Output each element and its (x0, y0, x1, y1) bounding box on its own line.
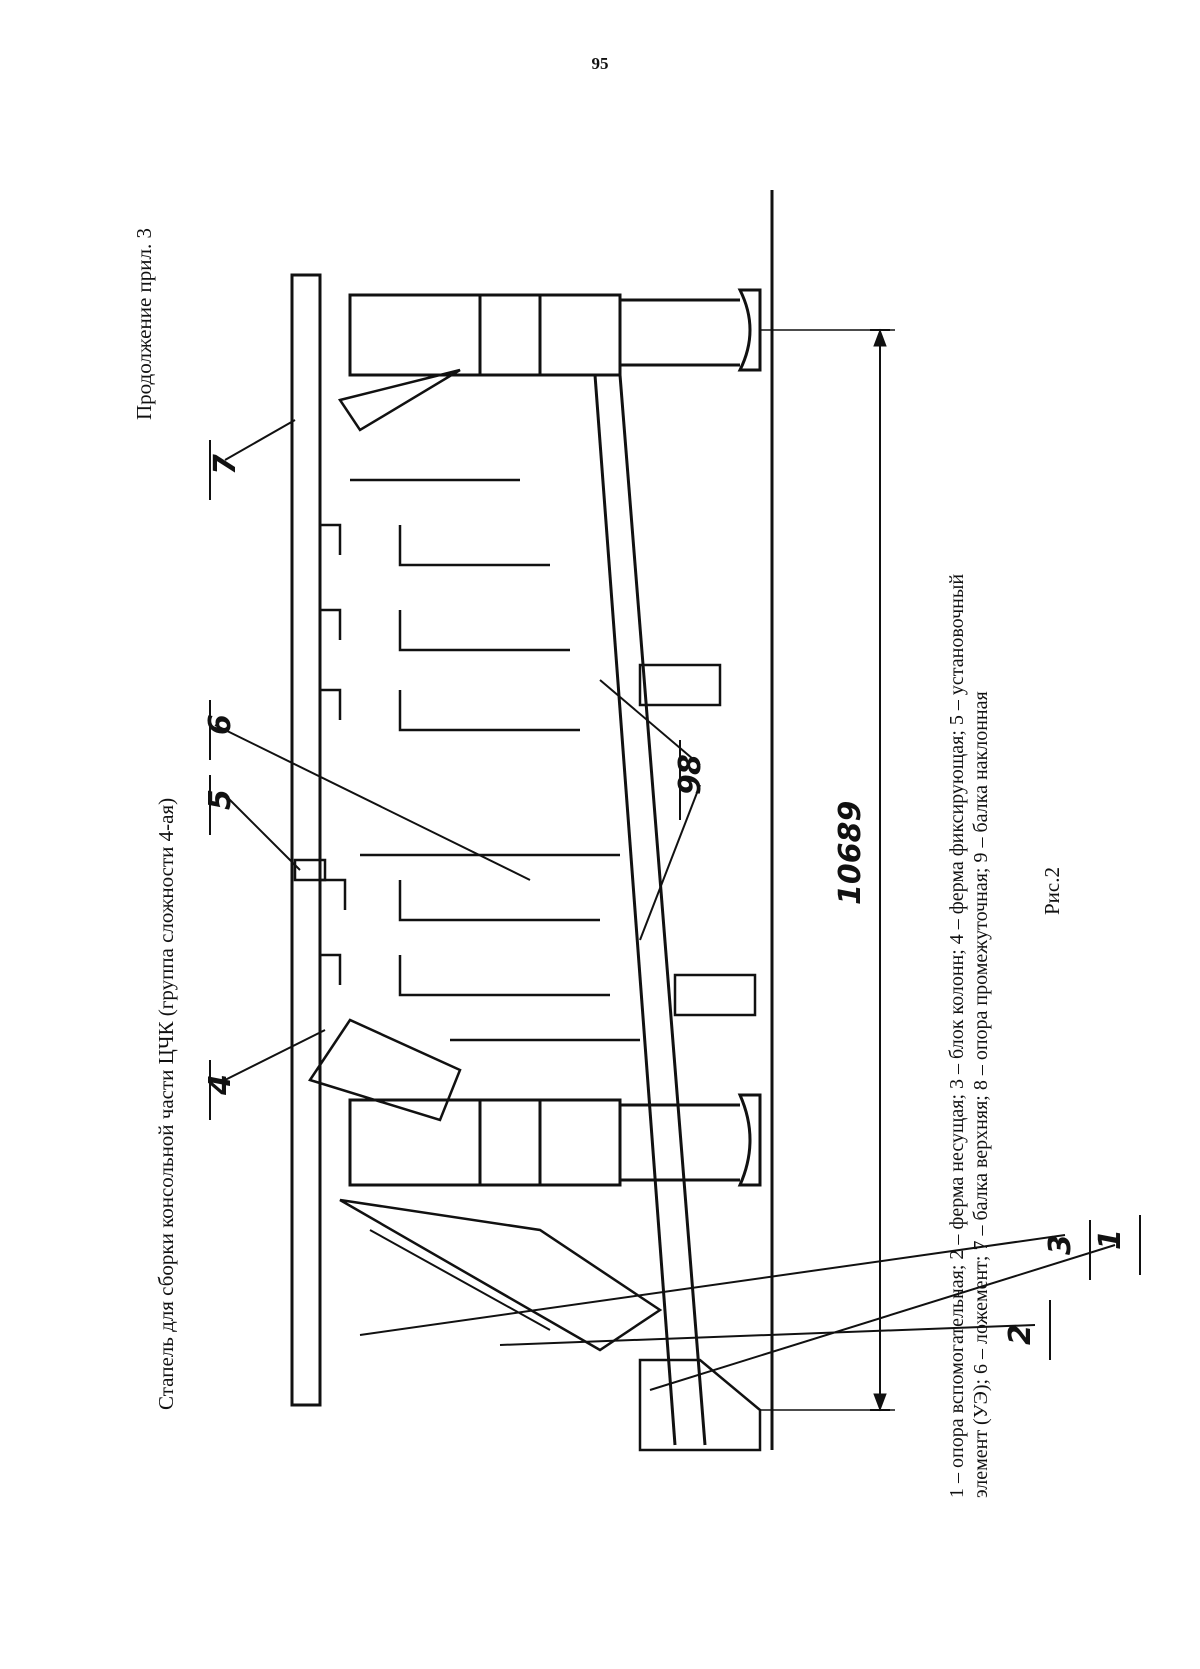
carrying-truss (339, 1198, 663, 1352)
fixing-truss (308, 1018, 462, 1122)
callout-9: 9 (673, 774, 708, 795)
callout-4: 4 (203, 1074, 238, 1096)
callout-3: 3 (1043, 1234, 1078, 1255)
callout-6: 6 (203, 714, 238, 735)
intermediate-support-2 (673, 973, 757, 1017)
callout-7: 7 (208, 454, 243, 475)
callout-1: 1 (1093, 1229, 1128, 1250)
intermediate-support-1 (638, 663, 722, 707)
callout-2: 2 (1003, 1324, 1038, 1345)
upper-beam (290, 273, 322, 1407)
dimension-label: 10689 (833, 801, 868, 905)
column-block-right (348, 293, 622, 377)
page-number: 95 (591, 54, 609, 73)
installation-element (293, 858, 327, 882)
column-block-left (348, 1098, 622, 1187)
callout-8: 8 (673, 754, 708, 775)
auxiliary-support (638, 1358, 762, 1452)
callout-5: 5 (203, 789, 238, 810)
inclined-beam-bottom (618, 374, 707, 1446)
inclined-beam-top (593, 374, 677, 1446)
